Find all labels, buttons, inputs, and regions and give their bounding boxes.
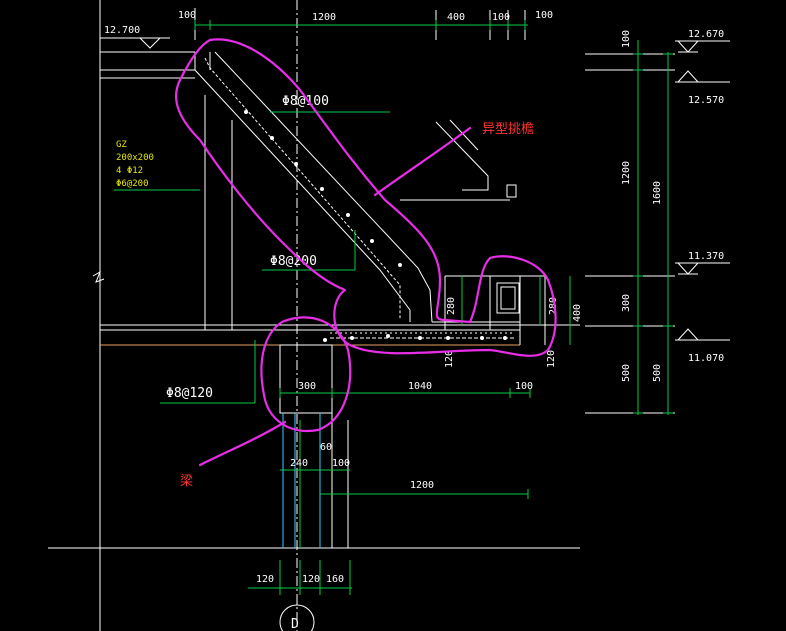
dim-right-100: 100 [621, 30, 632, 48]
right-dimension-chains: 100 1200 1600 300 500 500 [585, 30, 675, 415]
gz-size: 200x200 [116, 153, 154, 163]
markup-eave-loop [175, 38, 557, 357]
dim-b-1200: 1200 [410, 480, 434, 491]
annotation-beam-label: 梁 [180, 474, 193, 489]
dim-b-300: 300 [298, 381, 316, 392]
dim-b-60: 60 [320, 442, 332, 453]
elevation-12570: 12.570 [688, 95, 724, 106]
dim-b-100: 100 [515, 381, 533, 392]
axis-label-d: D [291, 617, 299, 631]
dim-280-b: 280 [548, 297, 559, 315]
dim-right-1200: 1200 [621, 161, 632, 185]
rebar-callout-3: Φ8@120 [160, 340, 256, 404]
dim-top-100-a: 100 [492, 12, 510, 23]
dim-120-a: 120 [444, 350, 455, 368]
elevation-11070: 11.070 [688, 353, 724, 364]
dim-bot-120-b: 120 [302, 574, 320, 585]
gz-title: GZ [116, 140, 127, 150]
eave-rebar [204, 57, 520, 342]
dim-top-1200: 1200 [312, 12, 336, 23]
lower-dimension-chains: 300 1040 100 60 240 100 1200 120 120 160 [248, 381, 533, 595]
elevation-12700: 12.700 [104, 25, 140, 36]
markup-beam-loop [198, 316, 352, 467]
dim-top-100-left: 100 [178, 10, 196, 21]
dim-top-100-b: 100 [535, 10, 553, 21]
dim-right-500-a: 500 [621, 364, 632, 382]
dim-right-300: 300 [621, 294, 632, 312]
gz-main-bars: 4 Φ12 [116, 166, 143, 176]
gz-stirrups: Φ6@200 [116, 179, 149, 189]
rebar-callout-1: Φ8@100 [270, 94, 390, 113]
dim-b-1040: 1040 [408, 381, 432, 392]
dim-top-400: 400 [447, 12, 465, 23]
eave-vertical-dims: 280 280 400 120 120 [444, 276, 583, 368]
elevation-marker-11070: 11.070 [675, 328, 730, 364]
top-dimension-chain: 100 1200 400 100 100 [178, 10, 553, 30]
elevation-12670: 12.670 [688, 29, 724, 40]
eave-concrete-outline [100, 51, 580, 346]
dim-120-b: 120 [546, 350, 557, 368]
rebar-label-phi8-100: Φ8@100 [282, 94, 329, 109]
drip-detail [400, 119, 517, 201]
dim-400: 400 [572, 304, 583, 322]
elevation-marker-12670: 12.670 [675, 29, 730, 53]
dim-bot-160: 160 [326, 574, 344, 585]
annotation-eave-label: 异型挑檐 [482, 122, 534, 137]
dim-280-a: 280 [446, 297, 457, 315]
rebar-label-phi8-120: Φ8@120 [166, 386, 213, 401]
elevation-marker-12570: 12.570 [675, 70, 730, 106]
dim-b-100b: 100 [332, 458, 350, 469]
elevation-11370: 11.370 [688, 251, 724, 262]
dim-right-1600: 1600 [652, 181, 663, 205]
dim-b-240: 240 [290, 458, 308, 469]
break-mark [92, 270, 105, 283]
elevation-marker-12700: 12.700 [100, 25, 170, 49]
elevation-marker-11370: 11.370 [675, 251, 730, 275]
dim-bot-120-a: 120 [256, 574, 274, 585]
beam-and-wall [279, 344, 349, 548]
gz-column-note: GZ 200x200 4 Φ12 Φ6@200 [114, 140, 200, 191]
axis-bubble-d: D [279, 595, 315, 631]
dim-right-500-b: 500 [652, 364, 663, 382]
